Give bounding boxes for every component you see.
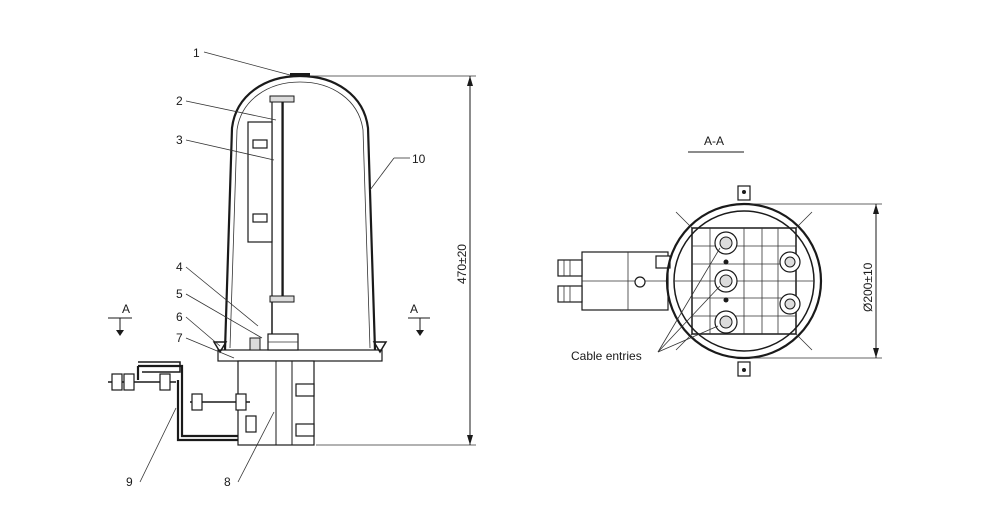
base-plate	[217, 349, 383, 362]
entry-hole-top	[714, 231, 738, 255]
bracket-nut-2	[123, 373, 135, 391]
callout-4: 4	[176, 260, 183, 274]
entry-hole-right-lower	[779, 293, 801, 315]
cable-entries-annotation: Cable entries	[571, 247, 721, 363]
entry-hole-right-upper	[779, 251, 801, 273]
diameter-dimension: Ø200±10	[750, 203, 882, 359]
right-clamp	[372, 341, 388, 354]
section-marker-left: A	[108, 302, 132, 336]
tray-slot-lower	[252, 213, 268, 223]
diagonal-ribs	[675, 211, 813, 351]
block-bolt-upper	[295, 383, 315, 397]
callout-9: 9	[126, 475, 133, 489]
bolt-nut-right	[235, 393, 247, 411]
dome-inner-line	[229, 81, 371, 349]
height-dimension: 470±20	[310, 75, 476, 446]
callout-1: 1	[193, 46, 200, 60]
side-elevation-view: A A 470±20 1 2 3 4 5	[108, 46, 476, 489]
callout-2: 2	[176, 94, 183, 108]
section-view-a-a: A-A	[557, 134, 882, 377]
small-fitting	[249, 337, 261, 351]
callouts-left: 1 2 3 4 5 6 7 8 9 10	[126, 46, 426, 489]
diameter-dimension-label: Ø200±10	[861, 262, 875, 312]
entry-hole-bottom	[714, 310, 738, 334]
callout-3: 3	[176, 133, 183, 147]
callout-8: 8	[224, 475, 231, 489]
section-marker-right-label: A	[410, 302, 418, 316]
block-bolt-mid	[245, 415, 257, 433]
callout-10: 10	[412, 152, 426, 166]
entry-hole-middle	[714, 269, 738, 293]
callout-5: 5	[176, 287, 183, 301]
block-bolt-lower	[295, 423, 315, 437]
mounting-bracket	[136, 364, 238, 442]
height-dimension-label: 470±20	[455, 244, 469, 284]
dome-top-cap	[290, 73, 310, 77]
left-clamp	[212, 341, 228, 354]
grid-lines	[674, 228, 814, 334]
section-marker-left-label: A	[122, 302, 130, 316]
section-title: A-A	[704, 134, 724, 148]
section-marker-right: A	[408, 302, 430, 336]
housing-outer-circle	[665, 202, 823, 360]
splice-frame	[271, 99, 283, 301]
bracket-hook	[138, 361, 181, 373]
cable-entries-label: Cable entries	[571, 349, 642, 363]
frame-bracket-bottom	[269, 295, 295, 303]
bracket-nut-1	[111, 373, 123, 391]
bolt-nut-left	[191, 393, 203, 411]
frame-bracket-top	[269, 95, 295, 103]
callout-6: 6	[176, 310, 183, 324]
bracket-nut-3	[159, 373, 171, 391]
tray-slot-upper	[252, 139, 268, 149]
callout-7: 7	[176, 331, 183, 345]
